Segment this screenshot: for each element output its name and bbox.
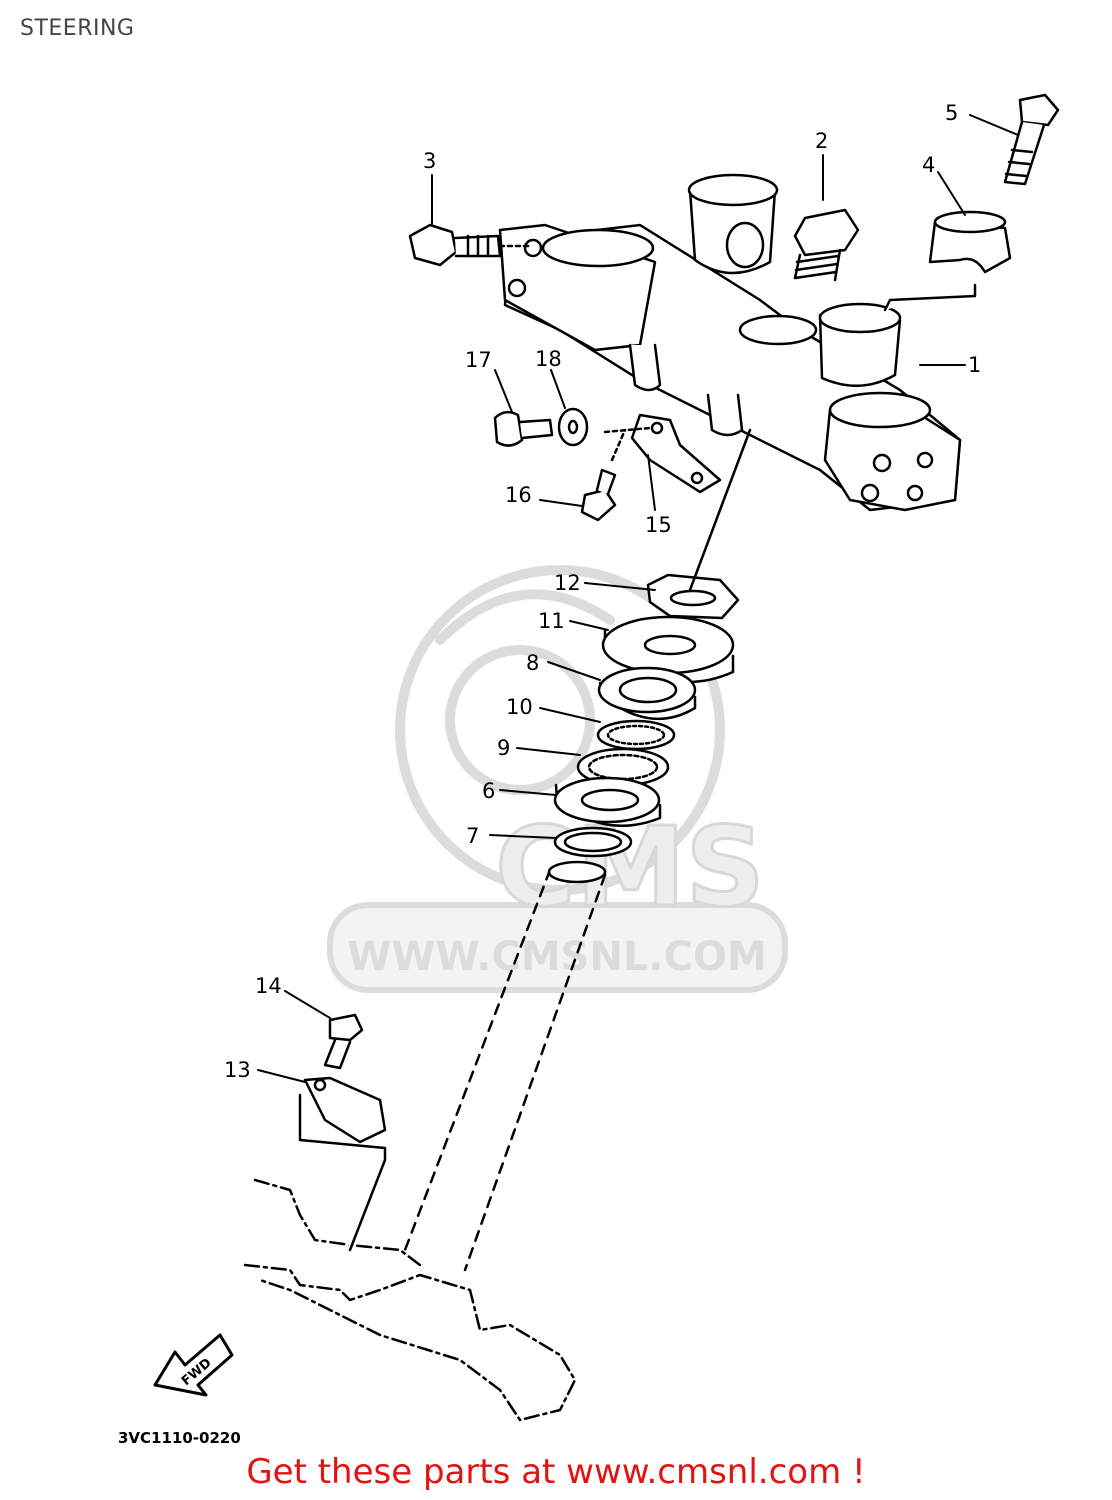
page-title: STEERING (20, 16, 135, 41)
part-labels: 1 2 3 4 5 6 7 8 9 10 11 12 13 14 15 16 1… (224, 101, 981, 1082)
seal-7 (553, 826, 633, 858)
part-label-6: 6 (482, 779, 495, 803)
part-label-15: 15 (645, 513, 672, 537)
part-label-16: 16 (505, 483, 532, 507)
part-label-9: 9 (497, 736, 510, 760)
leader-lines (257, 114, 1019, 1083)
race-6 (553, 776, 662, 828)
steering-stem (403, 868, 607, 1272)
race-8 (597, 666, 697, 721)
bolt-5 (1003, 93, 1060, 186)
part-label-10: 10 (506, 695, 533, 719)
plate-13 (298, 1076, 387, 1252)
part-label-3: 3 (423, 149, 436, 173)
seal-10 (596, 719, 676, 751)
bolt-14 (323, 1013, 364, 1070)
part-label-7: 7 (466, 824, 479, 848)
holder-cap-4 (883, 210, 1012, 312)
part-label-11: 11 (538, 609, 565, 633)
bolt-16 (580, 428, 627, 522)
bolt-17 (493, 410, 554, 447)
part-label-2: 2 (815, 129, 828, 153)
get-parts-link[interactable]: Get these parts at www.cmsnl.com ! (246, 1452, 866, 1492)
part-label-8: 8 (526, 651, 539, 675)
part-label-13: 13 (224, 1058, 251, 1082)
drawing-code: 3VC1110-0220 (118, 1429, 241, 1447)
stem-top (547, 860, 607, 884)
bearing-9 (576, 747, 670, 787)
part-label-17: 17 (465, 348, 492, 372)
part-label-12: 12 (554, 571, 581, 595)
plate-15 (603, 413, 722, 494)
upper-bracket (498, 173, 962, 512)
part-label-14: 14 (255, 974, 282, 998)
nut-12 (646, 573, 740, 620)
bolt-3 (408, 223, 532, 267)
stem-guide-line (688, 428, 752, 592)
washer-18 (557, 407, 589, 447)
part-label-4: 4 (922, 153, 935, 177)
part-label-18: 18 (535, 347, 562, 371)
part-label-5: 5 (945, 101, 958, 125)
part-label-1: 1 (968, 353, 981, 377)
lower-bracket (243, 1263, 577, 1422)
bolt-2 (793, 208, 860, 282)
fwd-arrow: FWD (153, 1333, 234, 1397)
watermark-url-text: WWW.CMSNL.COM (347, 934, 767, 980)
